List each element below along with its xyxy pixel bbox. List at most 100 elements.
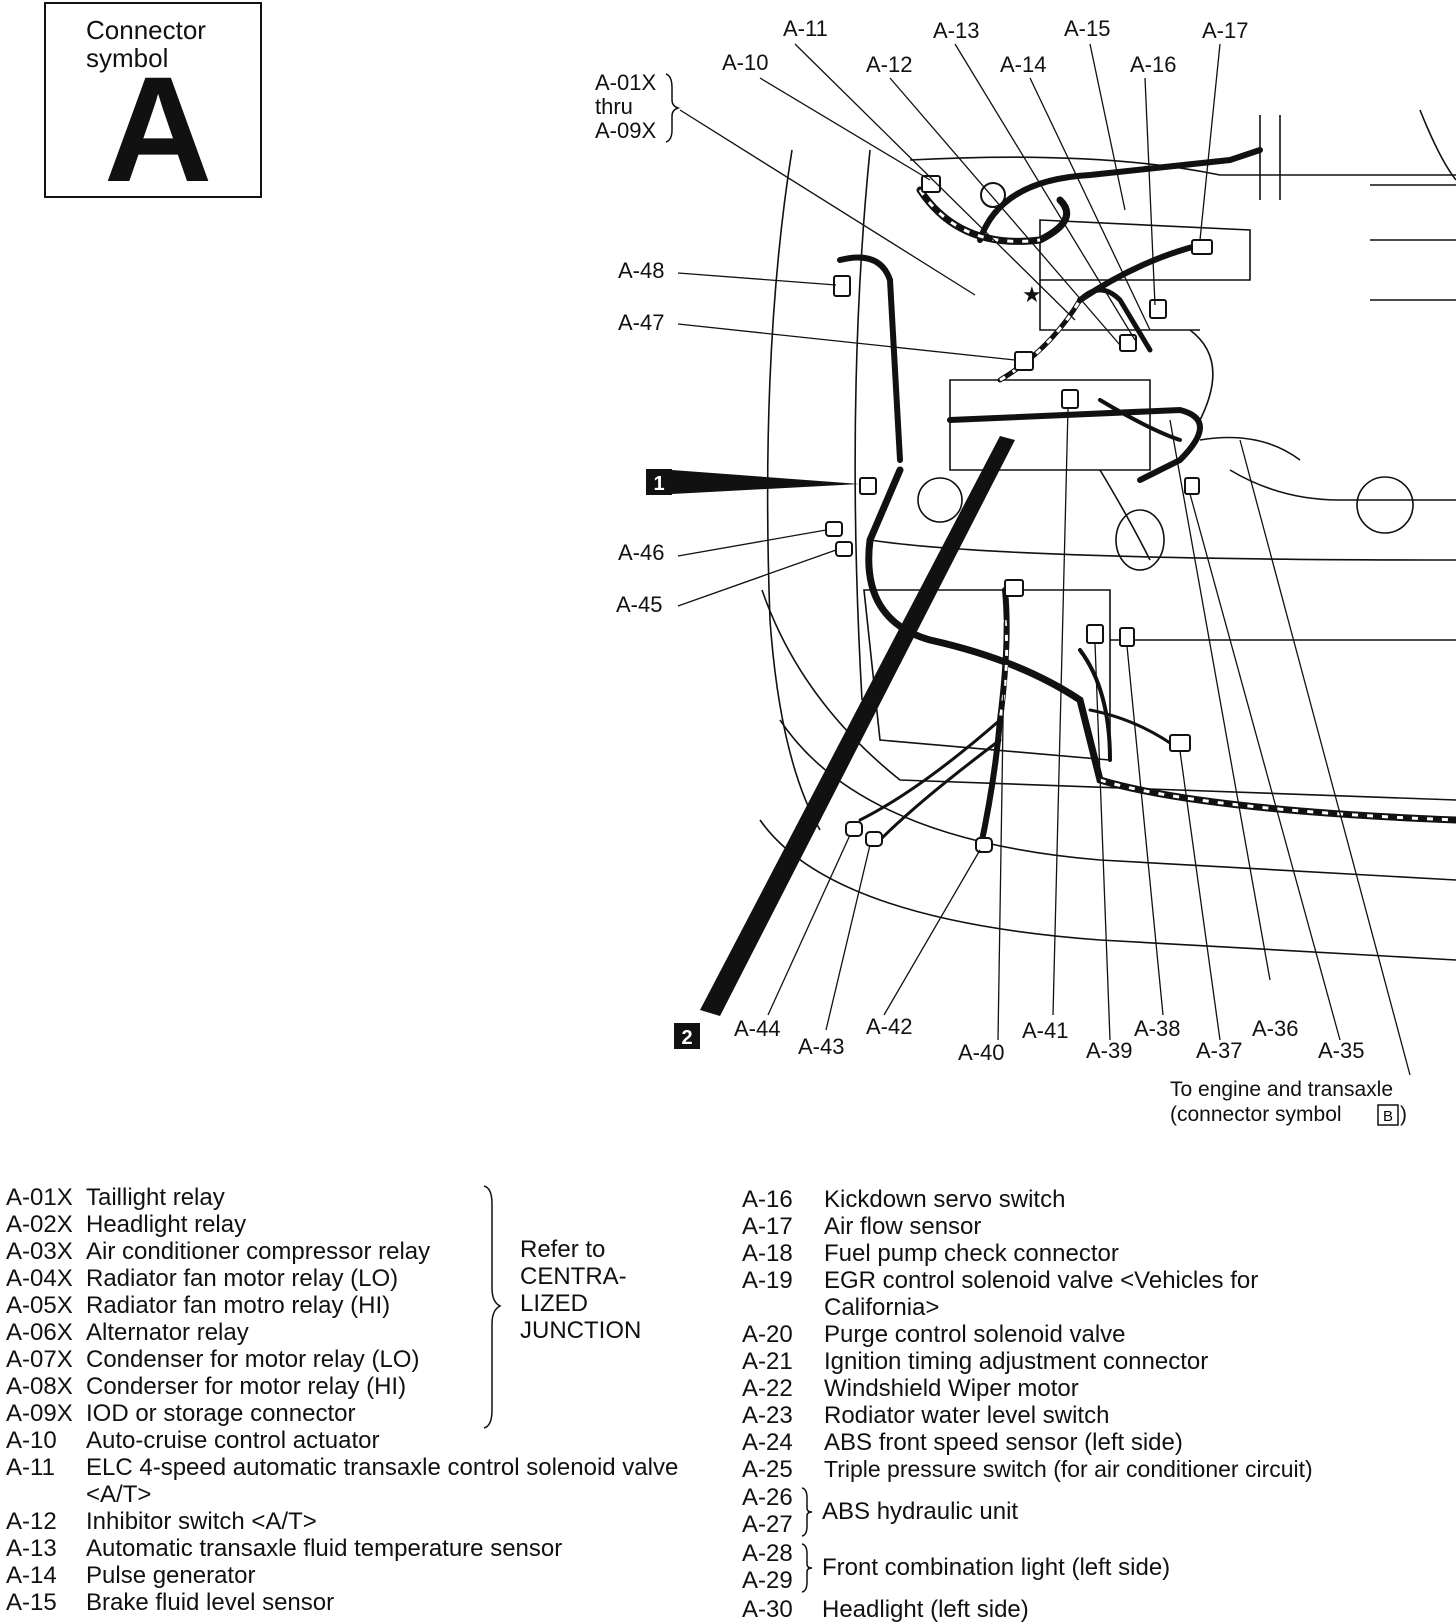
connector-a38 [1119, 627, 1135, 647]
symbol-caption: Connector symbol [86, 16, 206, 72]
legend-text: ELC 4-speed automatic transaxle control … [86, 1454, 679, 1508]
label-a35: A-35 [1318, 1038, 1364, 1063]
legend-id: A-01X [6, 1184, 73, 1211]
connector-a47 [1014, 351, 1034, 371]
legend-text: Air conditioner compressor relay [86, 1238, 431, 1265]
legend-id: A-26 [742, 1484, 793, 1511]
pointer-1-label: 1 [653, 473, 664, 495]
legend-text: Inhibitor switch <A/T> [86, 1508, 317, 1535]
label-a40: A-40 [958, 1040, 1004, 1065]
label-a14: A-14 [1000, 52, 1046, 77]
symbol-caption-line1: Connector [86, 15, 206, 45]
group-label-line2: thru [595, 94, 633, 119]
label-a13: A-13 [933, 18, 979, 43]
label-a15: A-15 [1064, 16, 1110, 41]
connector-a43 [865, 831, 883, 847]
label-a10: A-10 [722, 50, 768, 75]
connector-a46 [825, 521, 843, 537]
legend-text: Rodiator water level switch [824, 1402, 1110, 1429]
top-labels: A-11 A-13 A-15 A-17 A-10 A-12 A-14 A-16 [722, 16, 1248, 77]
pointer-2-badge: 2 [674, 1023, 700, 1049]
legend-id: A-15 [6, 1589, 57, 1616]
label-a47: A-47 [618, 310, 664, 335]
refer-line2: CENTRA- [520, 1263, 627, 1290]
legend-id: A-17 [742, 1213, 793, 1240]
label-a43: A-43 [798, 1034, 844, 1059]
left-labels: A-48 A-47 A-46 A-45 [616, 258, 664, 617]
connector-a40 [1004, 579, 1024, 597]
leader-lines [677, 43, 1411, 1076]
label-a36: A-36 [1252, 1016, 1298, 1041]
label-a17: A-17 [1202, 18, 1248, 43]
legend-id: A-02X [6, 1211, 73, 1238]
pointer-1-wedge [672, 470, 860, 494]
legend-text: Fuel pump check connector [824, 1240, 1119, 1267]
engine-note: To engine and transaxle (connector symbo… [1170, 1078, 1407, 1126]
label-a38: A-38 [1134, 1016, 1180, 1041]
legend-id: A-21 [742, 1348, 793, 1375]
connectors [825, 175, 1213, 853]
legend-text: ABS hydraulic unit [822, 1498, 1019, 1525]
label-a39: A-39 [1086, 1038, 1132, 1063]
legend-id: A-18 [742, 1240, 793, 1267]
legend-text: EGR control solenoid valve <Vehicles for… [824, 1267, 1259, 1321]
legend-id: A-20 [742, 1321, 793, 1348]
label-a12: A-12 [866, 52, 912, 77]
label-a41: A-41 [1022, 1018, 1068, 1043]
connector-a10 [921, 175, 941, 193]
harness-tape [918, 189, 1456, 822]
connector-a36 [1184, 477, 1200, 495]
connector-a42 [975, 837, 993, 853]
connector-a16 [1149, 299, 1167, 319]
connector-a39 [1086, 624, 1104, 644]
legend-text: Condenser for motor relay (LO) [86, 1346, 420, 1373]
connector-a44 [845, 821, 863, 837]
pointer-2-label: 2 [681, 1027, 692, 1049]
legend-text: Radiator fan motro relay (HI) [86, 1292, 391, 1319]
label-a37: A-37 [1196, 1038, 1242, 1063]
legend-id: A-27 [742, 1511, 793, 1538]
engine-note-line2: (connector symbol [1170, 1103, 1342, 1126]
legend-text: ABS front speed sensor (left side) [824, 1429, 1183, 1456]
legend-text: Auto-cruise control actuator [86, 1427, 380, 1454]
legend-id: A-05X [6, 1292, 73, 1319]
refer-line3: LIZED [520, 1290, 589, 1317]
legend-text: Ignition timing adjustment connector [824, 1348, 1209, 1375]
engine-note-line1: To engine and transaxle [1170, 1078, 1393, 1101]
legend-id: A-07X [6, 1346, 73, 1373]
legend-id: A-13 [6, 1535, 57, 1562]
label-a46: A-46 [618, 540, 664, 565]
legend-id: A-04X [6, 1265, 73, 1292]
pointer-1-badge: 1 [646, 469, 672, 495]
label-a48: A-48 [618, 258, 664, 283]
connector-symbol-box: Connector symbol A [44, 2, 262, 204]
engine-note-symbol: B [1383, 1108, 1393, 1125]
label-a44: A-44 [734, 1016, 780, 1041]
bottom-labels: A-44 A-43 A-42 A-40 A-41 A-39 A-38 A-37 … [734, 1014, 1364, 1065]
legend-text: Headlight (left side) [822, 1596, 1029, 1623]
label-a42: A-42 [866, 1014, 912, 1039]
group-label-line1: A-01X [595, 70, 656, 95]
legend-text: Front combination light (left side) [822, 1554, 1171, 1581]
refer-line4: JUNCTION [520, 1317, 642, 1344]
connector-a37 [1169, 734, 1191, 752]
group-label-line3: A-09X [595, 118, 656, 143]
refer-note: Refer to CENTRA- LIZED JUNCTION [520, 1236, 641, 1344]
connector-a14 [1119, 334, 1137, 352]
group-brace [801, 1543, 813, 1593]
legend-id: A-19 [742, 1267, 793, 1294]
connector-a48 [833, 275, 851, 297]
legend-text: Conderser for motor relay (HI) [86, 1373, 407, 1400]
legend-id: A-29 [742, 1567, 793, 1594]
legend-id: A-14 [6, 1562, 57, 1589]
group-brace [801, 1487, 813, 1537]
legend-text: Automatic transaxle fluid temperature se… [86, 1535, 563, 1562]
legend-id: A-23 [742, 1402, 793, 1429]
legend-id: A-11 [6, 1454, 55, 1481]
legend-text: Brake fluid level sensor [86, 1589, 335, 1616]
legend-id: A-30 [742, 1596, 793, 1623]
connector-pointer1 [859, 477, 877, 495]
legend-text: Alternator relay [86, 1319, 249, 1346]
legend-text: Kickdown servo switch [824, 1186, 1066, 1213]
legend-id: A-03X [6, 1238, 73, 1265]
